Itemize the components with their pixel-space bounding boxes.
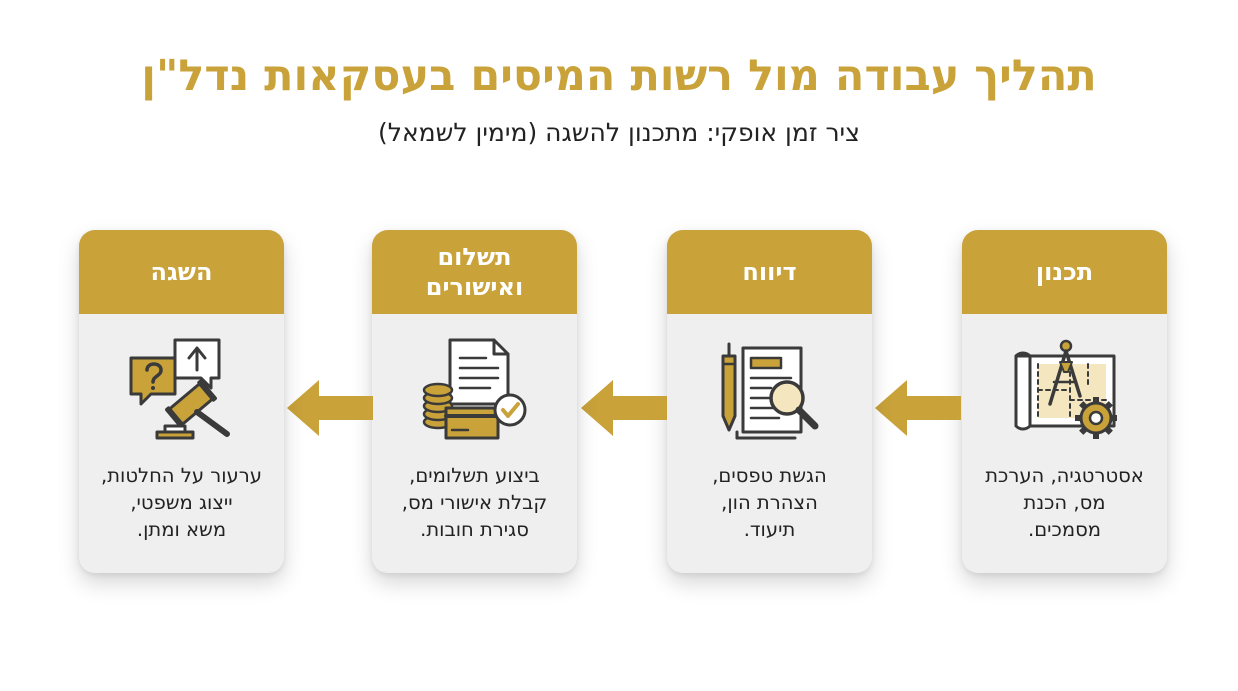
blueprint-compass-gear-icon <box>1010 334 1120 444</box>
stage-header-planning: תכנון <box>962 230 1167 314</box>
stage-card-payment: תשלום ואישורים ביצוע תשלומים, קבלת א <box>372 230 577 573</box>
stage-card-reporting: דיווח הגשת טפסים, הצהרת הון, תיעוד. <box>667 230 872 573</box>
flow-arrow-left-icon <box>285 378 375 438</box>
document-magnifier-pen-icon <box>715 334 825 444</box>
stage-title-appeal: השגה <box>150 258 213 286</box>
stage-description-planning: אסטרטגיה, הערכת מס, הכנת מסמכים. <box>985 464 1144 541</box>
stage-title-payment: תשלום ואישורים <box>425 243 524 301</box>
stage-header-reporting: דיווח <box>667 230 872 314</box>
stage-description-appeal: ערעור על החלטות, ייצוג משפטי, משא ומתן. <box>101 464 262 541</box>
stage-card-planning: תכנון <box>962 230 1167 573</box>
stage-title-planning: תכנון <box>1035 258 1094 286</box>
stage-description-reporting: הגשת טפסים, הצהרת הון, תיעוד. <box>712 464 827 541</box>
stage-header-payment: תשלום ואישורים <box>372 230 577 314</box>
stage-title-reporting: דיווח <box>742 258 797 286</box>
flow-arrow-left-icon <box>579 378 669 438</box>
invoice-coins-card-check-icon <box>420 334 530 444</box>
stage-card-appeal: השגה ערעור על החלטות, ייצוג משפטי, משא ו… <box>79 230 284 573</box>
speech-bubbles-gavel-icon <box>127 334 237 444</box>
page-subtitle: ציר זמן אופקי: מתכנון להשגה (מימין לשמאל… <box>378 118 860 147</box>
stage-description-payment: ביצוע תשלומים, קבלת אישורי מס, סגירת חוב… <box>401 464 548 541</box>
flow-arrow-left-icon <box>873 378 963 438</box>
page-title: תהליך עבודה מול רשות המיסים בעסקאות נדל"… <box>141 51 1097 101</box>
stage-header-appeal: השגה <box>79 230 284 314</box>
